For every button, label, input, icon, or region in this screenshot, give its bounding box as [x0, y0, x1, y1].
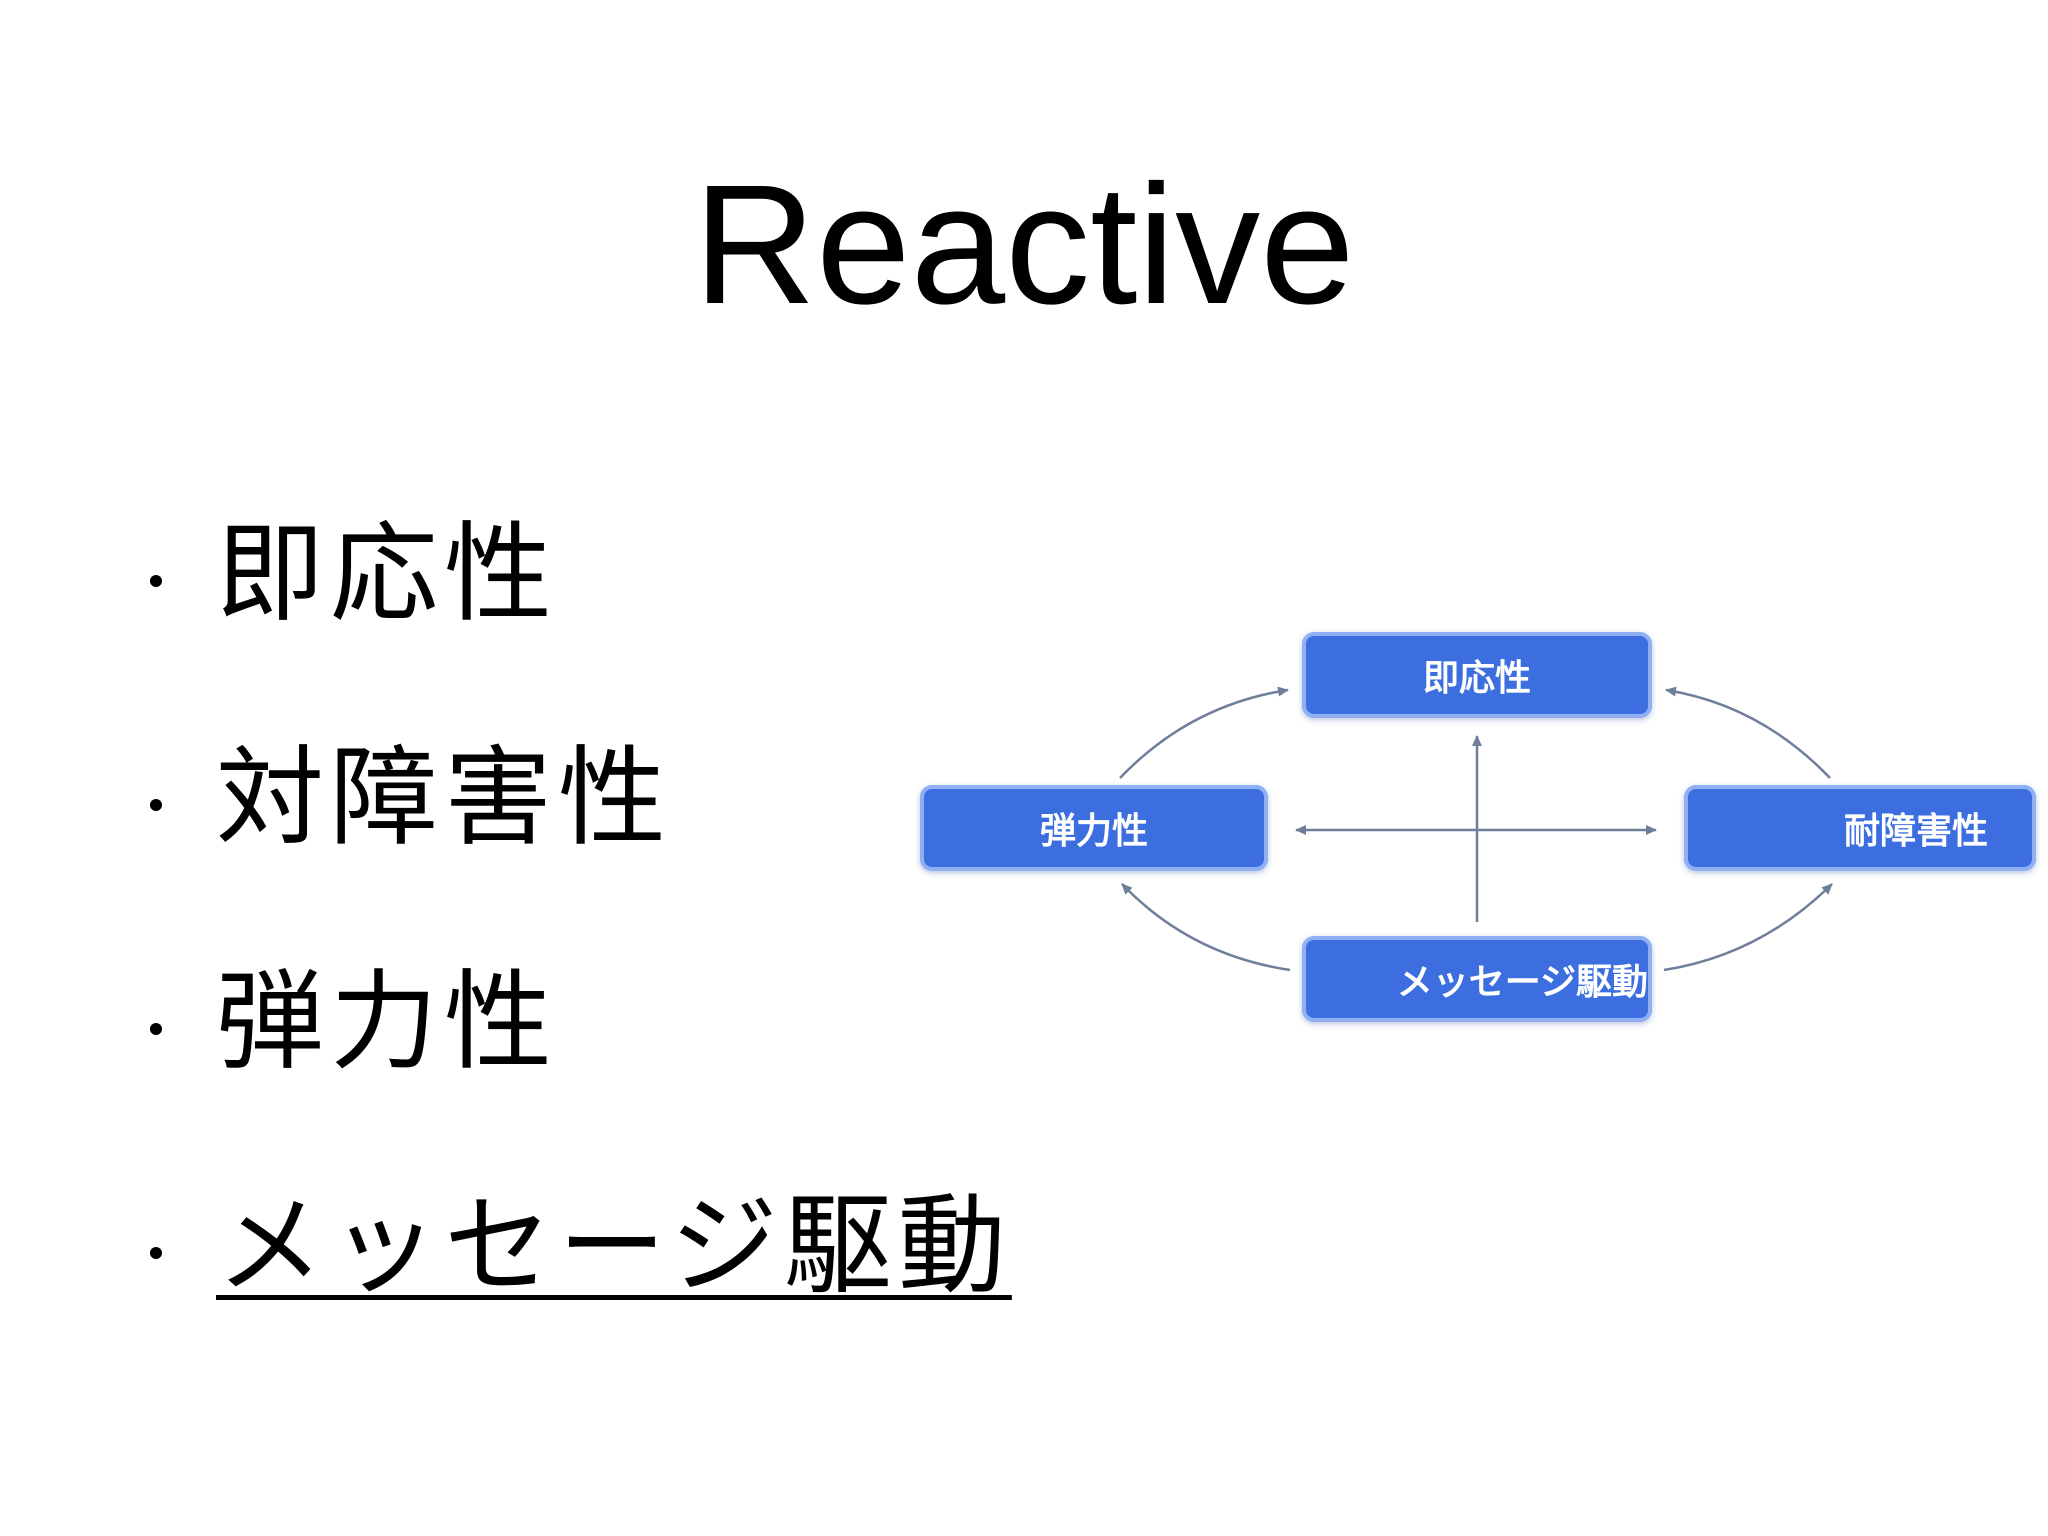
slide-title: Reactive [693, 150, 1355, 340]
bullet-item-responsive: 即応性 [150, 505, 1012, 729]
bullet-list: 即応性 対障害性 弾力性 メッセージ駆動 [150, 505, 1012, 1401]
node-responsive: 即応性 [1302, 632, 1652, 718]
arrow-left-to-top [1119, 686, 1289, 779]
arrow-right-to-top [1665, 686, 1831, 779]
bullet-text: 即応性 [216, 512, 559, 637]
bullet-text: 弾力性 [216, 960, 559, 1085]
node-label: 弾力性 [1039, 811, 1148, 852]
reactive-manifesto-diagram: 即応性 弾力性 耐障害性 メッセージ駆動 [900, 610, 2040, 1050]
node-elastic: 弾力性 [920, 785, 1268, 871]
bullet-dot-icon [150, 1023, 162, 1035]
bullet-text-underlined: メッセージ駆動 [216, 1184, 1012, 1309]
node-label: 耐障害性 [1843, 811, 1988, 852]
arrow-bottom-to-right [1663, 883, 1833, 972]
arrow-bottom-to-left [1121, 883, 1291, 972]
node-label: 即応性 [1422, 658, 1531, 699]
node-label: メッセージ駆動 [1396, 962, 1648, 1003]
bullet-dot-icon [150, 1247, 162, 1259]
bullet-dot-icon [150, 575, 162, 587]
node-fault-tolerant: 耐障害性 [1684, 785, 2036, 871]
diagram-arrows [1119, 686, 1833, 972]
bullet-dot-icon [150, 799, 162, 811]
bullet-item-elastic: 弾力性 [150, 953, 1012, 1177]
bullet-item-fault-tolerant: 対障害性 [150, 729, 1012, 953]
node-message-driven: メッセージ駆動 [1302, 936, 1652, 1022]
bullet-item-message-driven: メッセージ駆動 [150, 1177, 1012, 1401]
bullet-text: 対障害性 [216, 736, 673, 861]
